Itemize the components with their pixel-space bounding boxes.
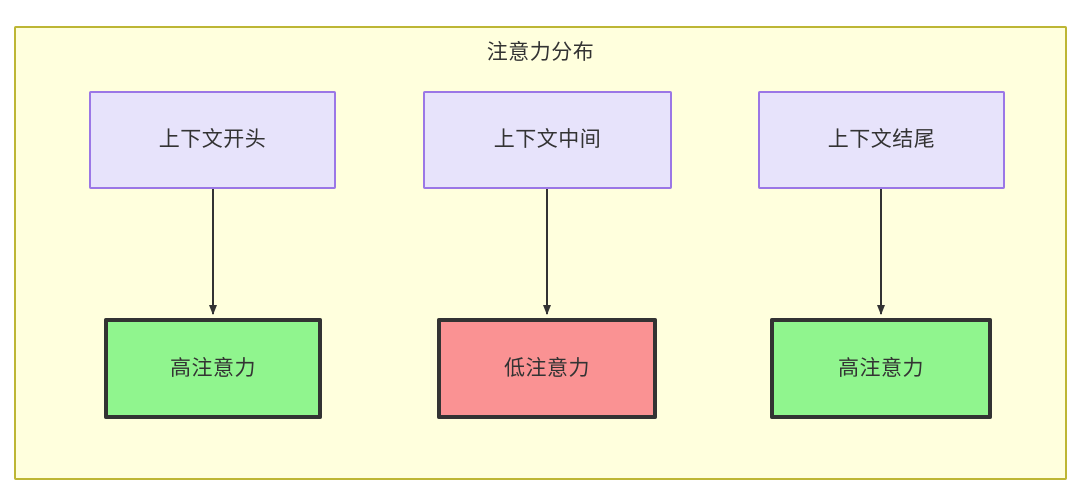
node-context-end[interactable]: 上下文结尾 — [758, 91, 1005, 189]
node-attention-middle[interactable]: 低注意力 — [437, 318, 657, 419]
node-context-start-label: 上下文开头 — [158, 128, 267, 152]
node-context-middle-label: 上下文中间 — [493, 128, 602, 152]
node-context-start[interactable]: 上下文开头 — [89, 91, 336, 189]
node-attention-end-label: 高注意力 — [838, 356, 924, 380]
subgraph-title: 注意力分布 — [486, 41, 595, 64]
node-attention-start-label: 高注意力 — [170, 356, 256, 380]
node-attention-middle-label: 低注意力 — [504, 356, 590, 380]
node-attention-start[interactable]: 高注意力 — [104, 318, 322, 419]
node-context-end-label: 上下文结尾 — [827, 128, 936, 152]
node-attention-end[interactable]: 高注意力 — [770, 318, 992, 419]
node-context-middle[interactable]: 上下文中间 — [423, 91, 672, 189]
